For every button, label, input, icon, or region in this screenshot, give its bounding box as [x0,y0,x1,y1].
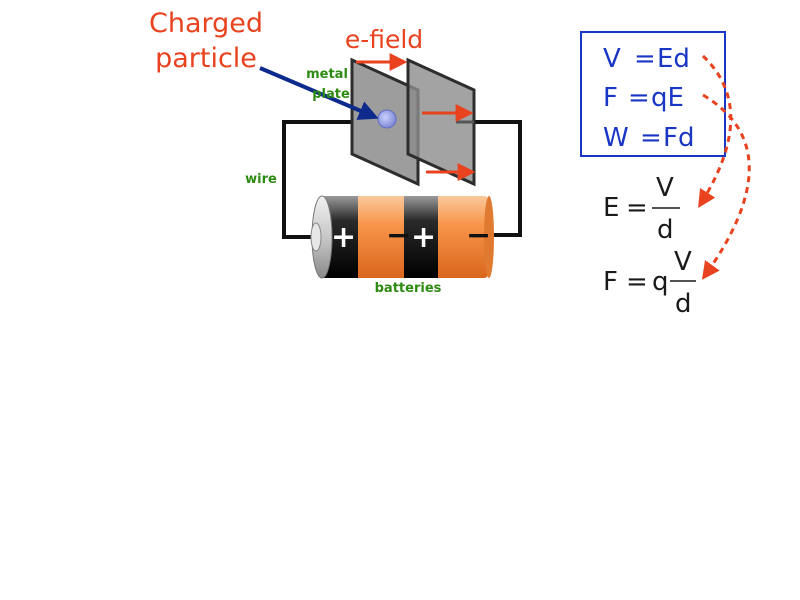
equation-e-v-over-d: E = V d [603,173,680,245]
battery-minus-2: − [466,218,491,253]
svg-text:F: F [603,83,618,113]
svg-text:d: d [675,289,692,319]
particle-pointer-arrow [259,66,379,120]
charged-particle-label-line1: Charged [149,8,263,39]
battery-plus-1: + [331,220,356,255]
efield-label: e-field [345,25,423,54]
battery-minus-1: − [386,218,411,253]
svg-text:Fd: Fd [663,123,694,153]
svg-text:=: = [640,123,662,153]
svg-text:V: V [603,44,621,74]
svg-text:q: q [652,267,669,297]
svg-text:=: = [634,44,656,74]
equation-f-qv-over-d: F = q V d [603,247,696,319]
equation-f-qe: F = qE [603,83,684,113]
charged-particle-label-line2: particle [155,43,257,74]
svg-text:W: W [603,123,629,153]
metal-plate-label-line1: metal [306,67,348,82]
circuit-wire [282,120,522,239]
metal-plate-right [406,57,476,187]
equation-v-ed: V = Ed [603,44,690,74]
battery-band-2 [404,196,438,278]
svg-text:V: V [674,247,692,277]
battery-terminal [310,222,322,252]
metal-plate-label-line2: plate [312,87,350,102]
svg-text:d: d [657,215,674,245]
svg-text:=: = [626,193,648,223]
derivation-arrow-2 [701,93,751,280]
wire-label: wire [245,172,277,187]
equation-box [580,31,726,157]
batteries-label: batteries [375,281,442,296]
battery-end [484,196,494,278]
svg-text:Ed: Ed [657,44,690,74]
svg-text:E: E [603,193,619,223]
svg-text:V: V [656,173,674,203]
batteries: + − + − [310,195,494,279]
charged-particle [377,109,397,129]
battery-body-2 [428,196,488,278]
battery-plus-2: + [411,220,436,255]
svg-text:=: = [626,267,648,297]
svg-text:F: F [603,267,618,297]
efield-arrows [356,53,476,181]
equation-w-fd: W = Fd [603,123,694,153]
svg-text:=: = [628,83,650,113]
svg-text:qE: qE [651,83,684,113]
